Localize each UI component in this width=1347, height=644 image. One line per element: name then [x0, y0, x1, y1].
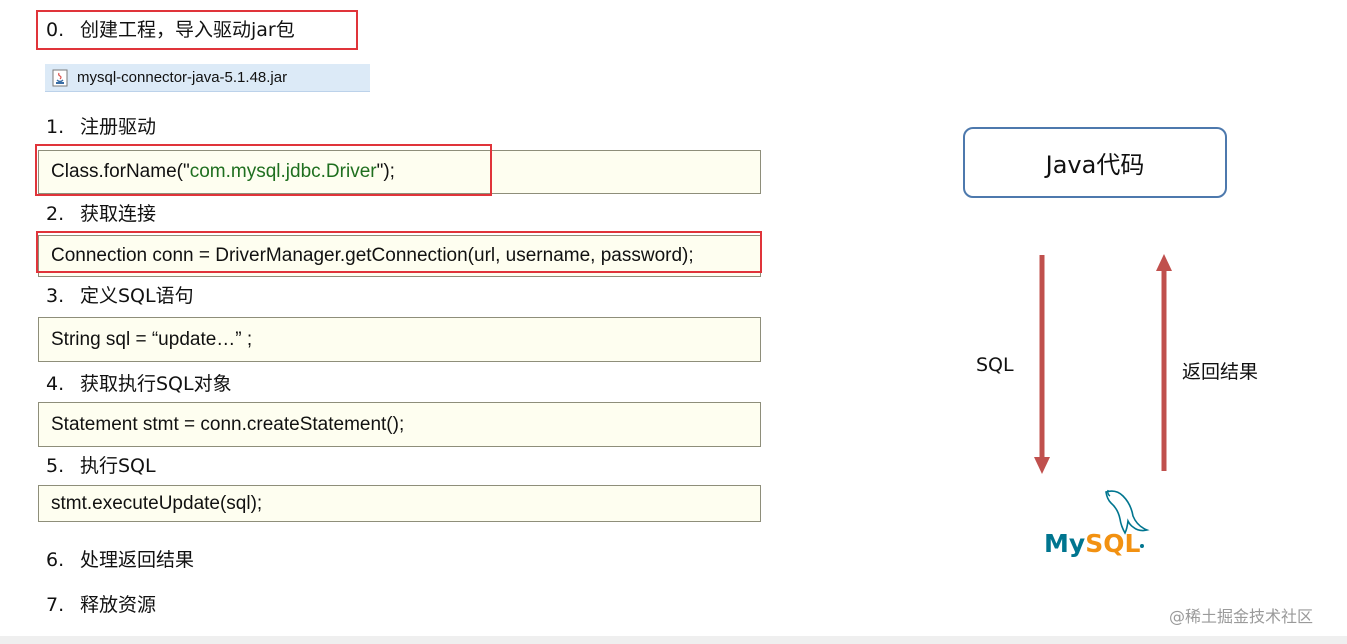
step-4-number: 4.	[46, 373, 65, 395]
step-5-number: 5.	[46, 455, 65, 477]
step-6-label: 6. 处理返回结果	[46, 548, 194, 572]
jar-file-item[interactable]: mysql-connector-java-5.1.48.jar	[45, 64, 370, 92]
bottom-strip	[0, 636, 1347, 644]
step-4-label: 4. 获取执行SQL对象	[46, 372, 232, 396]
mysql-dolphin-icon	[1105, 489, 1150, 535]
step-6-text: 处理返回结果	[80, 549, 195, 571]
jar-file-icon	[51, 69, 69, 87]
register-highlight-frame	[35, 144, 492, 196]
step-7-number: 7.	[46, 594, 65, 616]
code-statement-text: Statement stmt = conn.createStatement();	[51, 413, 405, 435]
watermark-text: @稀土掘金技术社区	[1169, 607, 1314, 626]
code-create-statement: Statement stmt = conn.createStatement();	[38, 402, 761, 447]
step-1-number: 1.	[46, 116, 65, 138]
step-5-label: 5. 执行SQL	[46, 454, 156, 478]
step-0-label: 0. 创建工程，导入驱动jar包	[46, 18, 295, 42]
step-3-label: 3. 定义SQL语句	[46, 284, 194, 308]
step-0-number: 0.	[46, 19, 65, 41]
connection-highlight-frame	[36, 231, 762, 273]
step-7-label: 7. 释放资源	[46, 593, 156, 617]
diagram-arrows	[1034, 254, 1172, 474]
code-define-sql: String sql = “update…” ;	[38, 317, 761, 362]
java-code-label: Java代码	[1045, 151, 1145, 179]
java-code-box: Java代码	[963, 127, 1227, 198]
sql-arrow-label: SQL	[976, 354, 1014, 376]
result-arrow-label: 返回结果	[1182, 361, 1259, 383]
code-get-connection: Connection conn = DriverManager.getConne…	[38, 235, 761, 277]
code-register-prefix: Class.forName("	[51, 161, 190, 182]
code-execute-sql: stmt.executeUpdate(sql);	[38, 485, 761, 522]
result-up-arrow	[1156, 254, 1172, 471]
step-2-number: 2.	[46, 203, 65, 225]
code-connection-text: Connection conn = DriverManager.getConne…	[51, 245, 694, 266]
step-2-text: 获取连接	[80, 203, 157, 225]
step0-highlight-frame	[36, 10, 358, 50]
step-5-text: 执行SQL	[80, 455, 156, 477]
step-4-text: 获取执行SQL对象	[80, 373, 232, 395]
step-3-number: 3.	[46, 285, 65, 307]
jar-file-name: mysql-connector-java-5.1.48.jar	[77, 69, 288, 86]
mysql-logo: MySQL	[1044, 489, 1150, 558]
step-0-text: 创建工程，导入驱动jar包	[80, 19, 295, 41]
step-3-text: 定义SQL语句	[80, 285, 194, 307]
sql-down-arrow	[1034, 255, 1050, 474]
step-1-label: 1. 注册驱动	[46, 115, 156, 139]
step-1-text: 注册驱动	[80, 116, 157, 138]
step-2-label: 2. 获取连接	[46, 202, 156, 226]
step-7-text: 释放资源	[80, 594, 157, 616]
mysql-logo-text: MySQL	[1044, 529, 1140, 558]
step-6-number: 6.	[46, 549, 65, 571]
code-register-string: com.mysql.jdbc.Driver	[189, 161, 377, 182]
code-execute-text: stmt.executeUpdate(sql);	[51, 492, 263, 514]
code-register-driver: Class.forName("com.mysql.jdbc.Driver");	[38, 150, 761, 194]
code-sql-text: String sql = “update…” ;	[51, 328, 253, 350]
code-register-suffix: ");	[376, 161, 395, 182]
